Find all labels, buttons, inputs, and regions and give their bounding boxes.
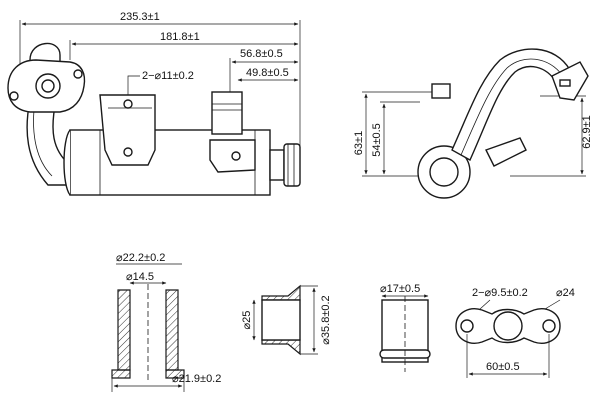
detail-collar: ⌀25 ⌀35.8±0.2 (241, 284, 332, 356)
outlet-collar (269, 149, 285, 181)
detail-flange-plate: 2−⌀9.5±0.2 ⌀24 60±0.5 (455, 287, 575, 378)
dim-collar-outer-dia: ⌀35.8±0.2 (320, 295, 332, 344)
body-end-cap-left (63, 129, 71, 196)
detail-pipe: ⌀17±0.5 (379, 283, 431, 372)
side-coolant-port (431, 83, 451, 99)
dim-fitting-base-dia: ⌀21.9±0.2 (172, 373, 221, 385)
dim-collar-inner-dia: ⌀25 (241, 311, 253, 330)
side-body-bore (429, 157, 459, 187)
bracket-hole-lower (123, 147, 133, 157)
dim-fitting-inner-dia: ⌀14.5 (126, 271, 154, 283)
coolant-port (211, 91, 243, 135)
side-bracket-arm (485, 137, 527, 167)
collar-bottom-hatch (261, 339, 301, 356)
flange-plate-bore (493, 311, 523, 341)
mounting-bracket-left (99, 94, 156, 166)
side-view: 63±1 54±0.5 62.9±1 (353, 48, 593, 199)
dim-flange-bore: ⌀24 (556, 287, 575, 299)
front-view: 235.3±1 181.8±1 56.8±0.5 49.8±0.5 2−⌀11±… (7, 11, 301, 196)
collar-bore (261, 299, 301, 341)
leader-bracket (127, 75, 140, 98)
flange-bolt-hole-right (73, 69, 83, 79)
fitting-wall-left (117, 289, 131, 371)
dim-pipe-dia: ⌀17±0.5 (380, 283, 420, 295)
dim-flange-hole-spacing: 60±0.5 (486, 361, 520, 373)
dim-bracket-holes: 2−⌀11±0.2 (142, 70, 194, 82)
inlet-pipe-centerline (33, 109, 53, 177)
flange-plate-hole-left (460, 319, 474, 333)
dim-port-offset-a: 56.8±0.5 (240, 48, 283, 60)
bracket-hole-upper (123, 99, 133, 109)
dim-side-height-mid: 54±0.5 (371, 123, 383, 157)
dim-overall-length: 235.3±1 (120, 11, 160, 23)
inlet-flange-bore-inner (41, 79, 55, 93)
dim-body-length: 181.8±1 (160, 31, 200, 43)
detail-fitting-section: ⌀22.2±0.2 ⌀14.5 ⌀21.9±0.2 (111, 252, 221, 392)
collar-top-hatch (261, 284, 301, 301)
fitting-wall-right (165, 289, 179, 371)
side-flange-hole (559, 79, 571, 87)
dim-flange-holes: 2−⌀9.5±0.2 (472, 287, 528, 299)
bracket-right-hole (231, 151, 241, 161)
dim-port-offset-b: 49.8±0.5 (246, 67, 289, 79)
flange-bolt-hole-left (9, 91, 19, 101)
fitting-base-left (111, 369, 131, 379)
flange-plate-hole-right (542, 319, 556, 333)
side-pipe-centerline (460, 58, 564, 156)
dim-side-height-flange: 62.9±1 (581, 115, 593, 149)
dim-side-height-total: 63±1 (353, 131, 365, 155)
outlet-pipe (283, 143, 301, 187)
dim-fitting-outer-dia: ⌀22.2±0.2 (116, 252, 165, 264)
